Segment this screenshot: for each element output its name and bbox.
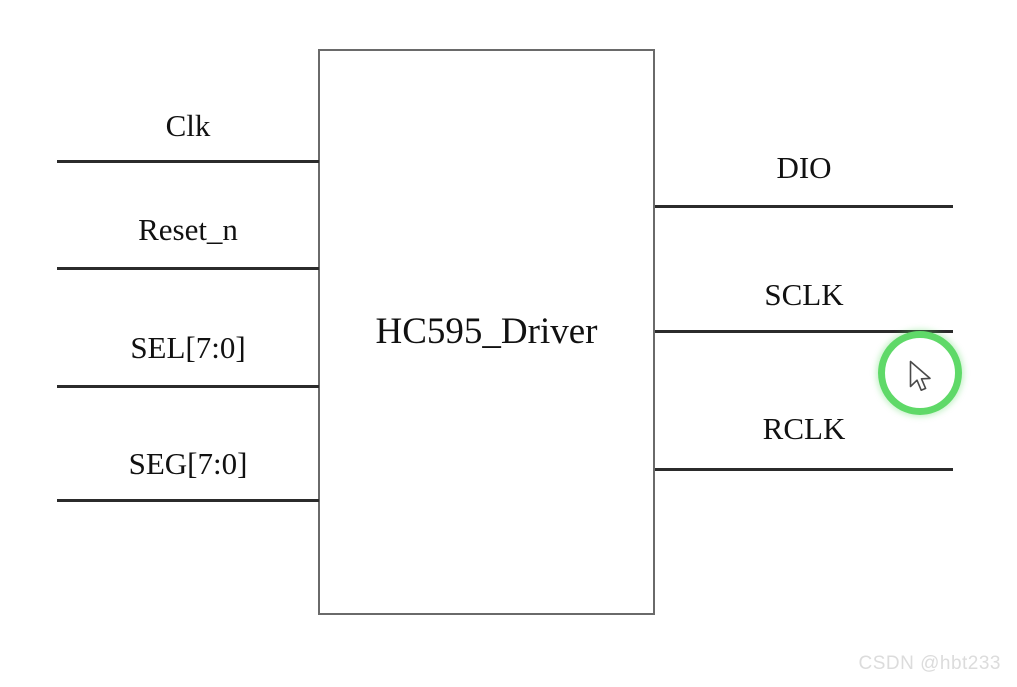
watermark-text: CSDN @hbt233 xyxy=(858,653,1001,674)
output-pin-wire-rclk[interactable] xyxy=(655,468,953,471)
input-pin-wire-seg[interactable] xyxy=(57,499,319,502)
input-pin-wire-sel[interactable] xyxy=(57,385,319,388)
input-pin-wire-reset-n[interactable] xyxy=(57,267,319,270)
arrow-pointer-icon xyxy=(908,360,934,394)
output-pin-label-sclk: SCLK xyxy=(764,277,844,312)
module-box-hc595-driver[interactable] xyxy=(318,49,655,615)
output-pin-label-dio: DIO xyxy=(776,150,832,185)
output-pin-wire-sclk[interactable] xyxy=(655,330,953,333)
module-title: HC595_Driver xyxy=(375,311,598,352)
input-pin-label-seg: SEG[7:0] xyxy=(128,446,248,481)
input-pin-wire-clk[interactable] xyxy=(57,160,319,163)
input-pin-label-sel: SEL[7:0] xyxy=(130,330,246,365)
input-pin-label-reset-n: Reset_n xyxy=(138,212,238,247)
output-pin-label-rclk: RCLK xyxy=(762,411,846,446)
output-pin-wire-dio[interactable] xyxy=(655,205,953,208)
input-pin-label-clk: Clk xyxy=(165,108,211,143)
